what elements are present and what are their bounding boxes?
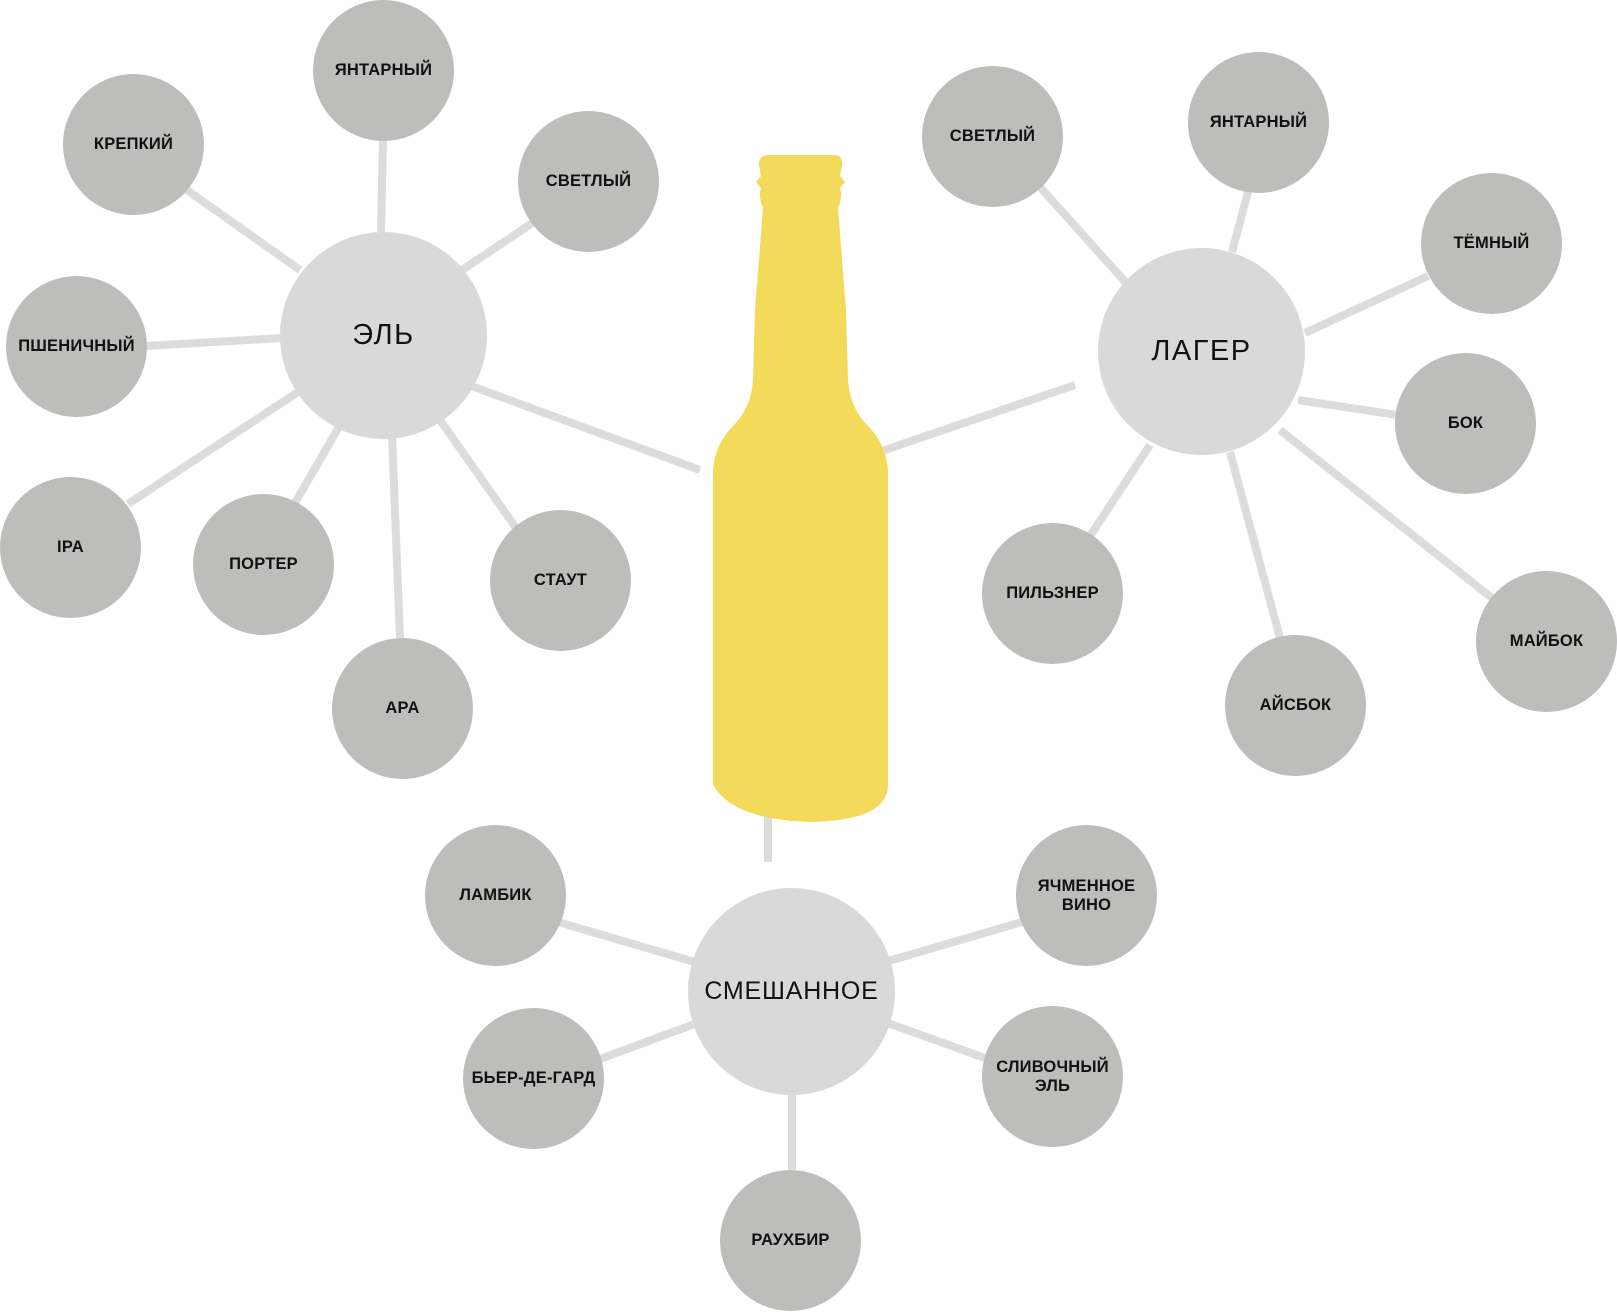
leaf-label: IPA — [57, 538, 84, 557]
leaf-mixed-lambic: ЛАМБИК — [425, 825, 566, 966]
leaf-lager-pale: СВЕТЛЫЙ — [922, 66, 1063, 207]
leaf-lager-bock: БОК — [1395, 353, 1536, 494]
hub-lager-label: ЛАГЕР — [1151, 335, 1251, 368]
hub-lager: ЛАГЕР — [1098, 248, 1305, 455]
leaf-ale-ipa: IPA — [0, 477, 141, 618]
leaf-ale-pale: СВЕТЛЫЙ — [518, 111, 659, 252]
leaf-ale-strong: КРЕПКИЙ — [63, 74, 204, 215]
leaf-mixed-bieredegarde: БЬЕР-ДЕ-ГАРД — [463, 1008, 604, 1149]
hub-ale-label: ЭЛЬ — [352, 319, 414, 352]
leaf-label: ТЁМНЫЙ — [1454, 234, 1530, 253]
leaf-lager-amber: ЯНТАРНЫЙ — [1188, 52, 1329, 193]
leaf-label: ЯНТАРНЫЙ — [1210, 113, 1307, 132]
leaf-ale-amber: ЯНТАРНЫЙ — [313, 0, 454, 141]
leaf-label: APA — [385, 699, 419, 718]
leaf-label: ПОРТЕР — [229, 555, 298, 574]
leaf-mixed-creamale: СЛИВОЧНЫЙ ЭЛЬ — [982, 1006, 1123, 1147]
leaf-label: ЯЧМЕННОЕ ВИНО — [1038, 877, 1135, 915]
leaf-label: ПШЕНИЧНЫЙ — [18, 337, 135, 356]
leaf-lager-icebock: АЙСБОК — [1225, 635, 1366, 776]
hub-ale: ЭЛЬ — [280, 232, 487, 439]
leaf-ale-apa: APA — [332, 638, 473, 779]
leaf-label: ЯНТАРНЫЙ — [335, 61, 432, 80]
leaf-ale-wheat: ПШЕНИЧНЫЙ — [6, 276, 147, 417]
leaf-lager-dark: ТЁМНЫЙ — [1421, 173, 1562, 314]
leaf-label: РАУХБИР — [751, 1231, 829, 1250]
leaf-label: СТАУТ — [534, 571, 587, 590]
leaf-label: КРЕПКИЙ — [94, 135, 173, 154]
leaf-label: ПИЛЬЗНЕР — [1006, 584, 1099, 603]
leaf-label: МАЙБОК — [1510, 632, 1583, 651]
leaf-label: СВЕТЛЫЙ — [546, 172, 632, 191]
leaf-lager-pilsner: ПИЛЬЗНЕР — [982, 523, 1123, 664]
leaf-ale-stout: СТАУТ — [490, 510, 631, 651]
leaf-label: БЬЕР-ДЕ-ГАРД — [472, 1069, 596, 1088]
leaf-lager-maibock: МАЙБОК — [1476, 571, 1617, 712]
hub-mixed: СМЕШАННОЕ — [688, 888, 895, 1095]
leaf-label: СЛИВОЧНЫЙ ЭЛЬ — [996, 1058, 1109, 1096]
bottle-silhouette — [713, 155, 888, 822]
leaf-label: АЙСБОК — [1260, 696, 1332, 715]
leaf-label: СВЕТЛЫЙ — [950, 127, 1036, 146]
hub-mixed-label: СМЕШАННОЕ — [704, 977, 878, 1006]
leaf-label: БОК — [1448, 414, 1483, 433]
leaf-mixed-rauchbier: РАУХБИР — [720, 1170, 861, 1311]
leaf-mixed-barleywine: ЯЧМЕННОЕ ВИНО — [1016, 825, 1157, 966]
leaf-ale-porter: ПОРТЕР — [193, 494, 334, 635]
leaf-label: ЛАМБИК — [459, 886, 531, 905]
